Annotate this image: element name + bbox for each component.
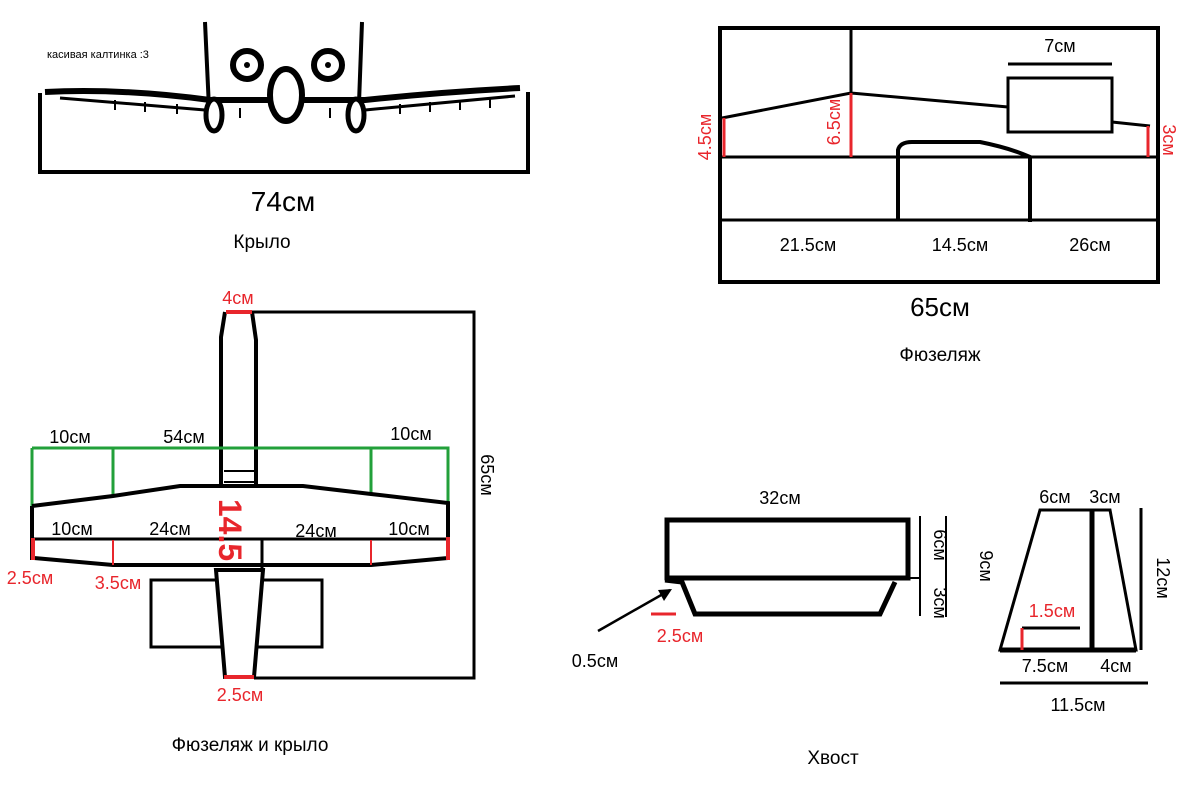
- aircraft-front-image: [44, 21, 521, 134]
- segment3-label: 26см: [1069, 235, 1110, 255]
- tip-chord-label: 2.5см: [7, 568, 53, 588]
- tail-width-label: 2.5см: [217, 685, 263, 705]
- stab-total-label: 9см: [976, 550, 996, 581]
- tail-view: 32см 6см 3см 9см 2.5см 0.5см 6см 3см 12с…: [572, 487, 1173, 769]
- fuselage-length-label: 65см: [910, 292, 970, 322]
- front-height-label: 4.5см: [695, 114, 715, 160]
- nose-width-label: 4см: [222, 288, 253, 308]
- stab-h2-label: 3см: [930, 587, 950, 618]
- fuselage-caption: Фюзеляж: [899, 345, 981, 366]
- wing-seg3-label: 24см: [295, 521, 336, 541]
- fuselage-frame: [718, 26, 1160, 284]
- rear-height-label: 3см: [1159, 124, 1179, 155]
- mid-chord-label: 3.5см: [95, 573, 141, 593]
- tail-caption: Хвост: [807, 748, 859, 769]
- fin-base-label: 11.5см: [1050, 695, 1105, 715]
- green-guides: [30, 446, 450, 506]
- top-view-caption: Фюзеляж и крыло: [172, 735, 329, 756]
- fuselage-rear: [213, 568, 266, 679]
- arrow: [597, 588, 671, 633]
- elevator-outline: [664, 577, 898, 617]
- mid-height-label: 6.5см: [824, 99, 844, 145]
- wing-span-label: 74см: [251, 186, 315, 217]
- gap-label: 0.5см: [572, 651, 618, 671]
- fuselage-front: [219, 311, 258, 485]
- segment2-label: 14.5см: [932, 235, 988, 255]
- wing-caption: Крыло: [233, 232, 290, 253]
- root-chord-label: 14.5: [212, 499, 248, 561]
- canopy-outline: [896, 140, 1032, 222]
- green-mid-label: 54см: [163, 427, 204, 447]
- green-right-label: 10см: [390, 424, 431, 444]
- fin-top2-label: 3см: [1089, 487, 1120, 507]
- wing-span-frame: [38, 92, 530, 174]
- fin-bottom1-label: 7.5см: [1022, 656, 1068, 676]
- note-label: касивая калтинка :3: [47, 49, 149, 61]
- length-frame: [252, 310, 476, 680]
- fuselage-side-view: 7см 4.5см 6.5см 3см 21.5см 14.5см 26см 6…: [695, 26, 1179, 366]
- stabilizer-rect: [664, 517, 911, 581]
- wing-seg4-label: 10см: [388, 519, 429, 539]
- wing-front-view: касивая калтинка :3 74см Крыло: [38, 21, 530, 253]
- wing-seg2-label: 24см: [149, 519, 190, 539]
- fin-height-label: 12см: [1153, 557, 1173, 598]
- green-left-label: 10см: [49, 427, 90, 447]
- top-length-label: 65см: [477, 454, 497, 495]
- wing-seg1-label: 10см: [51, 519, 92, 539]
- fin-cut-label: 1.5см: [1029, 601, 1075, 621]
- box-width-label: 7см: [1044, 36, 1075, 56]
- fin-top1-label: 6см: [1039, 487, 1070, 507]
- wing-box: [1006, 76, 1114, 134]
- offset-label: 2.5см: [657, 626, 703, 646]
- top-view: 4см 10см 54см 10см 10см 24см 24см 10см 2…: [7, 288, 497, 756]
- fin-bottom2-label: 4см: [1100, 656, 1131, 676]
- stab-h1-label: 6см: [930, 529, 950, 560]
- stab-length-label: 32см: [759, 488, 800, 508]
- segment1-label: 21.5см: [780, 235, 836, 255]
